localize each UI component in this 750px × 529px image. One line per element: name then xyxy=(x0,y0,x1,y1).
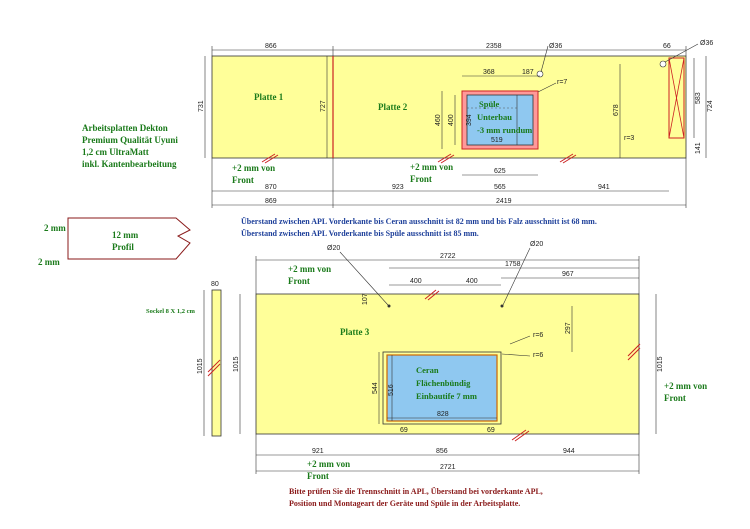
plate-2-front: +2 mm von xyxy=(410,162,453,172)
d20-a: Ø20 xyxy=(327,245,340,252)
dim-107: 107 xyxy=(362,293,369,305)
profile-shape xyxy=(67,217,191,260)
dim-69-b: 69 xyxy=(487,427,495,434)
plate-3-front-right: +2 mm von xyxy=(664,381,707,391)
material-line-2: Premium Qualität Uyuni xyxy=(82,135,178,145)
plate-3-front-right-2: Front xyxy=(664,393,686,403)
dim-1015-a: 1015 xyxy=(233,356,240,372)
dim-69-a: 69 xyxy=(400,427,408,434)
dim-368: 368 xyxy=(483,69,495,76)
plate-1 xyxy=(211,55,334,159)
plate-3-front-bottom: +2 mm von xyxy=(307,459,350,469)
note-line-1: Bitte prüfen Sie die Trennschnitt in APL… xyxy=(289,487,543,496)
dim-724: 724 xyxy=(707,100,714,112)
dim-967: 967 xyxy=(562,271,574,278)
dim-565: 565 xyxy=(494,184,506,191)
dim-2358: 2358 xyxy=(486,43,502,50)
radius-r6-b: r=6 xyxy=(533,352,543,359)
d20-b: Ø20 xyxy=(530,241,543,248)
dim-2721: 2721 xyxy=(440,464,456,471)
plate-3-front-top-2: Front xyxy=(288,276,310,286)
plate-3-front-top: +2 mm von xyxy=(288,264,331,274)
dim-400: 400 xyxy=(448,114,455,126)
plate-2-front-2: Front xyxy=(410,174,432,184)
dim-941: 941 xyxy=(598,184,610,191)
dim-921: 921 xyxy=(312,448,324,455)
dim-66: 66 xyxy=(663,43,671,50)
dim-400-a: 400 xyxy=(410,278,422,285)
dim-828: 828 xyxy=(437,411,449,418)
profile-label-1: 12 mm xyxy=(112,230,139,240)
plate-1-front: +2 mm von xyxy=(232,163,275,173)
ceran-cutout xyxy=(386,354,498,422)
ceran-label-3: Einbautife 7 mm xyxy=(416,391,477,401)
tap-hole-2 xyxy=(659,60,667,68)
dim-394: 394 xyxy=(466,114,473,126)
plinth-label: Sockel 8 X 1,2 cm xyxy=(146,308,196,315)
dim-297: 297 xyxy=(565,322,572,334)
dim-460: 460 xyxy=(435,114,442,126)
radius-r6-a: r=6 xyxy=(533,332,543,339)
dim-187: 187 xyxy=(522,69,534,76)
dim-727: 727 xyxy=(320,100,327,112)
plate-3-front-bottom-2: Front xyxy=(307,471,329,481)
dim-583: 583 xyxy=(695,92,702,104)
plinth-top: 80 xyxy=(211,281,219,288)
profile-top: 2 mm xyxy=(44,223,66,233)
dim-1015-b: 1015 xyxy=(657,356,664,372)
dim-866: 866 xyxy=(265,43,277,50)
dim-400-b: 400 xyxy=(466,278,478,285)
material-line-1: Arbeitsplatten Dekton xyxy=(82,123,168,133)
dim-869: 869 xyxy=(265,198,277,205)
info-line-1: Überstand zwischen APL Vorderkante bis C… xyxy=(241,217,597,226)
plate-3-label: Platte 3 xyxy=(340,327,370,337)
dim-731: 731 xyxy=(198,100,205,112)
dim-870: 870 xyxy=(265,184,277,191)
profile-label-2: Profil xyxy=(112,242,134,252)
material-line-4: inkl. Kantenbearbeitung xyxy=(82,159,177,169)
tap-hole-1 xyxy=(536,70,544,78)
radius-r7: r=7 xyxy=(557,79,567,86)
dim-944: 944 xyxy=(563,448,575,455)
material-line-3: 1,2 cm UltraMatt xyxy=(82,147,149,157)
hole-d36-1: Ø36 xyxy=(549,43,562,50)
plate-1-label: Platte 1 xyxy=(254,92,284,102)
info-line-2: Überstand zwischen APL Vorderkante bis S… xyxy=(241,229,479,238)
end-panel xyxy=(668,57,685,139)
sink-cutout xyxy=(466,94,534,146)
dim-1758: 1758 xyxy=(505,261,521,268)
sink-label-1: Spüle xyxy=(479,99,500,109)
sink-label-3: -3 mm rundum xyxy=(477,125,532,135)
dim-544: 544 xyxy=(372,382,379,394)
plate-1-front-2: Front xyxy=(232,175,254,185)
dim-2722: 2722 xyxy=(440,253,456,260)
note-line-2: Position und Montageart der Geräte und S… xyxy=(289,499,520,508)
dim-2419: 2419 xyxy=(496,198,512,205)
dim-516: 516 xyxy=(388,384,395,396)
profile-bottom: 2 mm xyxy=(38,257,60,267)
dim-923: 923 xyxy=(392,184,404,191)
dim-625: 625 xyxy=(494,168,506,175)
plate-2-label: Platte 2 xyxy=(378,102,408,112)
radius-r3: r=3 xyxy=(624,135,634,142)
ceran-label-1: Ceran xyxy=(416,365,439,375)
ceran-label-2: Flächenbündig xyxy=(416,378,471,388)
dim-856: 856 xyxy=(436,448,448,455)
plinth-height: 1015 xyxy=(197,358,204,374)
hole-d36-2: Ø36 xyxy=(700,40,713,47)
sink-label-2: Unterbau xyxy=(477,112,512,122)
dim-678: 678 xyxy=(613,104,620,116)
dim-141: 141 xyxy=(695,142,702,154)
dim-519: 519 xyxy=(491,137,503,144)
